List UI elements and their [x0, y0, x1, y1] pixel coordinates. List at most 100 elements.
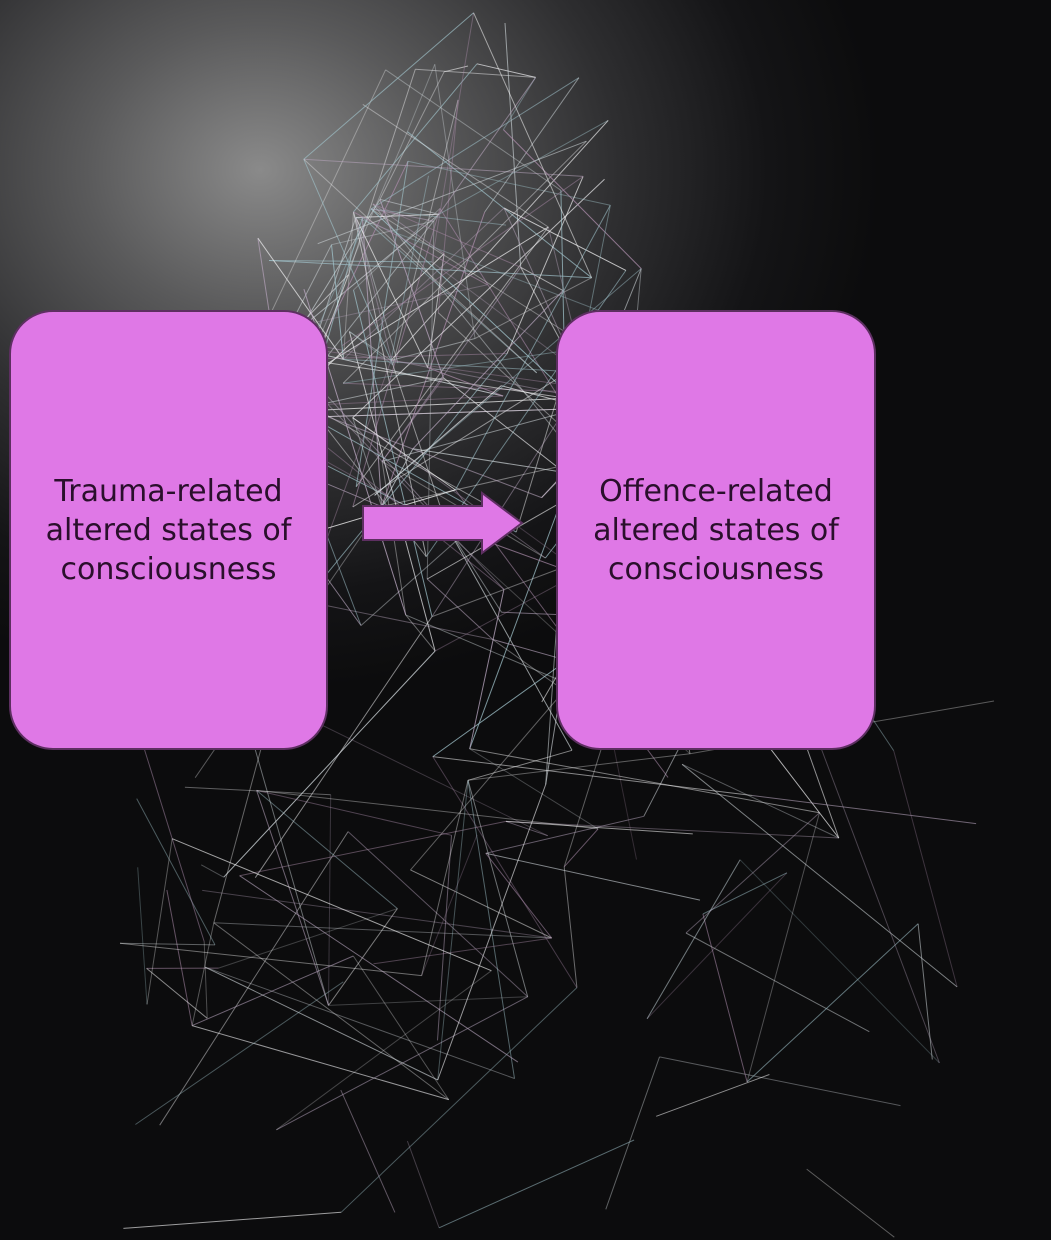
wireframe-line	[191, 922, 215, 1026]
wireframe-line	[503, 129, 642, 269]
wireframe-line	[432, 756, 753, 796]
wireframe-line	[681, 763, 958, 988]
wireframe-line	[434, 64, 476, 339]
wireframe-line	[353, 289, 433, 617]
wireframe-line	[303, 353, 508, 360]
wireframe-line	[605, 1056, 660, 1210]
wireframe-line	[505, 820, 839, 839]
wireframe-line	[191, 955, 354, 1027]
wireframe-line	[317, 140, 587, 245]
wireframe-line	[119, 942, 216, 946]
wireframe-line	[371, 208, 507, 226]
wireframe-line	[437, 784, 547, 1081]
wireframe-line	[504, 22, 522, 268]
wireframe-line	[282, 397, 573, 413]
wireframe-line	[304, 353, 508, 602]
wireframe-line	[159, 831, 349, 1126]
wireframe-line	[213, 922, 450, 1100]
wireframe-line	[352, 417, 546, 559]
wireframe-line	[256, 790, 398, 909]
wireframe-line	[218, 908, 398, 969]
wireframe-line	[446, 526, 573, 751]
wireframe-line	[223, 650, 436, 878]
wireframe-line	[917, 923, 933, 1060]
wireframe-line	[381, 211, 486, 507]
wireframe-line	[353, 208, 441, 291]
wireframe-line	[269, 260, 592, 279]
wireframe-line	[374, 385, 502, 496]
wireframe-line	[374, 268, 642, 496]
wireframe-line	[308, 404, 494, 509]
wireframe-line	[381, 448, 414, 507]
node-trauma-label: Trauma-related altered states of conscio…	[45, 473, 292, 587]
wireframe-line	[328, 908, 398, 1006]
wireframe-line	[303, 158, 584, 177]
wireframe-line	[184, 786, 331, 796]
wireframe-line	[348, 331, 436, 652]
wireframe-line	[392, 364, 448, 527]
wireframe-line	[172, 838, 492, 972]
arrow-right-icon	[362, 491, 524, 555]
wireframe-line	[407, 131, 592, 279]
wireframe-line	[343, 207, 505, 360]
wireframe-line	[432, 756, 578, 988]
wireframe-line	[239, 820, 506, 877]
wireframe-line	[485, 852, 553, 939]
wireframe-line	[431, 12, 475, 262]
wireframe-line	[426, 578, 494, 640]
node-trauma-related-states: Trauma-related altered states of conscio…	[9, 310, 328, 750]
wireframe-line	[415, 68, 536, 78]
wireframe-line	[304, 600, 493, 640]
wireframe-line	[355, 226, 549, 487]
wireframe-line	[379, 199, 444, 379]
wireframe-line	[191, 1025, 449, 1101]
wireframe-line	[355, 217, 429, 368]
wireframe-line	[352, 417, 383, 507]
wireframe-line	[137, 867, 148, 1005]
wireframe-line	[352, 208, 441, 508]
wireframe-line	[485, 852, 701, 901]
wireframe-line	[372, 203, 570, 449]
wireframe-line	[256, 789, 452, 836]
wireframe-line	[203, 941, 208, 1019]
wireframe-line	[437, 99, 459, 313]
wireframe-line	[563, 828, 599, 868]
wireframe-line	[503, 207, 627, 271]
wireframe-line	[119, 942, 422, 977]
wireframe-line	[421, 780, 469, 976]
wireframe-line	[469, 748, 599, 830]
wireframe-line	[407, 160, 611, 206]
wireframe-line	[427, 367, 504, 397]
wireframe-line	[505, 820, 693, 835]
wireframe-line	[328, 794, 332, 1006]
wireframe-line	[685, 932, 870, 1033]
wireframe-line	[437, 835, 452, 1041]
wireframe-line	[390, 120, 609, 361]
wireframe-line	[132, 712, 205, 942]
wireframe-line	[204, 966, 438, 1081]
wireframe-line	[646, 859, 741, 1019]
wireframe-line	[303, 158, 538, 374]
wireframe-line	[352, 955, 450, 1100]
wireframe-line	[469, 748, 820, 814]
wireframe-line	[136, 798, 216, 946]
wireframe-line	[681, 763, 840, 839]
wireframe-line	[473, 12, 593, 278]
wireframe-line	[328, 996, 528, 1006]
wireframe-line	[438, 1139, 635, 1229]
wireframe-line	[454, 205, 611, 491]
wireframe-line	[200, 864, 224, 878]
wireframe-line	[505, 820, 548, 837]
wireframe-line	[469, 589, 505, 749]
wireframe-line	[746, 812, 820, 1083]
wireframe-line	[373, 937, 552, 965]
wireframe-line	[372, 203, 521, 268]
wireframe-line	[276, 970, 492, 1131]
wireframe-line	[146, 838, 173, 1005]
wireframe-line	[202, 889, 552, 939]
wireframe-line	[308, 395, 504, 406]
wireframe-line	[135, 981, 344, 1125]
wireframe-line	[893, 750, 958, 988]
wireframe-line	[410, 869, 552, 939]
wireframe-line	[467, 753, 691, 781]
